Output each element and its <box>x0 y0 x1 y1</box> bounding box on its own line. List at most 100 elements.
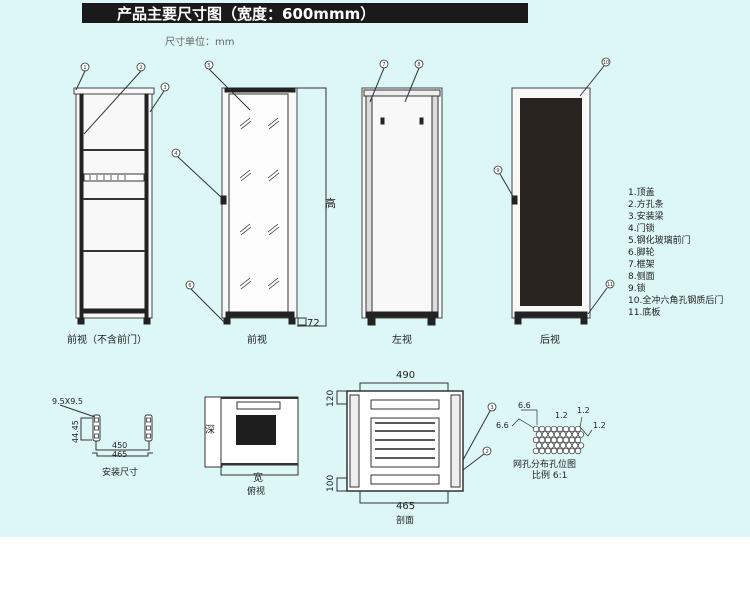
mesh-hole <box>565 431 573 438</box>
u-pitch: 44.45 <box>71 420 80 443</box>
callout-2: 2 <box>485 449 488 455</box>
mesh-hole <box>571 431 579 438</box>
mesh-hole <box>532 425 540 433</box>
rear-label: 后视 <box>540 333 560 346</box>
front-view: 高 72 5 4 6 <box>171 60 336 329</box>
callout-3: 3 <box>163 85 166 91</box>
height-label: 高 <box>325 196 336 210</box>
mesh-hole <box>541 431 549 438</box>
section-view: 490 120 100 465 3 2 <box>326 370 497 512</box>
section-height-1: 120 <box>326 390 336 407</box>
mesh-hole <box>559 442 567 449</box>
legend-item: 11.底板 <box>628 306 660 318</box>
legend-item: 5.钢化玻璃前门 <box>628 234 691 246</box>
mesh-hole <box>535 442 543 449</box>
mesh-holes <box>532 425 585 455</box>
mesh-hole <box>568 436 576 444</box>
mesh-hole <box>577 431 585 438</box>
legend-item: 9.锁 <box>628 282 646 294</box>
callout-5: 5 <box>207 63 210 69</box>
mesh-hole <box>565 442 573 449</box>
mesh-label: 网孔分布孔位图 <box>513 458 576 470</box>
mesh-hole <box>568 425 576 433</box>
legend-item: 4.门锁 <box>628 222 655 234</box>
width-label: 宽 <box>253 471 263 484</box>
section-bottom-width: 465 <box>396 501 415 512</box>
mesh-hole <box>562 447 570 455</box>
mesh-hole-detail: 6.6 6.6 1.2 1.2 1.2 <box>496 401 606 455</box>
callout-11: 11 <box>607 282 613 288</box>
mesh-hole <box>547 442 555 449</box>
door-lock-icon <box>220 195 227 205</box>
callout-1: 1 <box>83 65 86 71</box>
mesh-scale: 比例 6:1 <box>532 469 567 481</box>
mesh-hole <box>538 425 546 433</box>
mesh-hole <box>556 436 564 444</box>
outer-width: 465 <box>112 450 127 459</box>
mesh-hole <box>562 436 570 444</box>
callout-4: 4 <box>174 151 177 157</box>
depth-label: 深 <box>205 424 215 436</box>
mesh-hole <box>544 436 552 444</box>
callout-7: 7 <box>382 62 385 68</box>
mesh-hole <box>535 431 543 438</box>
section-label: 剖面 <box>396 514 414 526</box>
mesh-dim-b: 6.6 <box>496 421 509 430</box>
mesh-hole <box>541 442 549 449</box>
mesh-hole <box>568 447 576 455</box>
legend-item: 2.方孔条 <box>628 198 664 210</box>
mesh-hole <box>550 447 558 455</box>
left-label: 左视 <box>392 333 412 346</box>
legend-item: 8.侧面 <box>628 270 655 282</box>
page-title: 产品主要尺寸图（宽度：600mmm） <box>117 5 375 23</box>
legend-item: 6.脚轮 <box>628 246 655 258</box>
callout-10: 10 <box>603 60 609 66</box>
mesh-hole <box>574 425 582 433</box>
mesh-dim-e: 1.2 <box>593 421 606 430</box>
callout-2: 2 <box>139 65 142 71</box>
mesh-hole <box>553 431 561 438</box>
mesh-hole <box>553 442 561 449</box>
mesh-hole <box>577 442 585 449</box>
legend-item: 3.安装梁 <box>628 210 664 222</box>
mesh-dim-c: 1.2 <box>555 411 568 420</box>
title-bar <box>82 3 528 23</box>
mesh-hole <box>538 436 546 444</box>
square-hole-size: 9.5X9.5 <box>52 397 83 406</box>
front-label: 前视 <box>247 333 267 346</box>
mesh-dim-d: 1.2 <box>577 406 590 415</box>
foot-height: 72 <box>307 318 320 329</box>
mesh-hole <box>532 436 540 444</box>
front-no-door-label: 前视（不含前门） <box>67 333 147 346</box>
callout-6: 6 <box>188 283 191 289</box>
mesh-hole <box>550 425 558 433</box>
mesh-hole <box>547 431 555 438</box>
mesh-dim-a: 6.6 <box>518 401 531 410</box>
mesh-hole <box>556 447 564 455</box>
rear-lock-icon <box>511 195 518 205</box>
section-top-width: 490 <box>396 370 415 381</box>
callout-8: 8 <box>417 62 420 68</box>
mesh-hole <box>574 447 582 455</box>
callout-3: 3 <box>490 405 493 411</box>
mesh-hole <box>574 436 582 444</box>
mesh-hole <box>538 447 546 455</box>
mesh-hole <box>562 425 570 433</box>
mesh-hole <box>550 436 558 444</box>
legend-item: 10.全冲六角孔钢质后门 <box>628 294 723 306</box>
inner-width: 450 <box>112 441 127 450</box>
mesh-hole <box>556 425 564 433</box>
legend-item: 1.顶盖 <box>628 186 655 198</box>
section-height-2: 100 <box>326 475 336 492</box>
mounting-size-view: 9.5X9.5 44.45 450 465 <box>52 397 153 459</box>
unit-note: 尺寸单位：mm <box>165 35 234 48</box>
parts-legend: 1.顶盖 2.方孔条 3.安装梁 4.门锁 5.钢化玻璃前门 6.脚轮 7.框架… <box>628 186 723 318</box>
top-view-label: 俯视 <box>247 485 265 497</box>
mesh-hole <box>544 425 552 433</box>
left-view: 7 8 <box>361 59 443 326</box>
top-view: 深 宽 <box>204 396 299 484</box>
mesh-hole <box>532 447 540 455</box>
mesh-hole <box>544 447 552 455</box>
